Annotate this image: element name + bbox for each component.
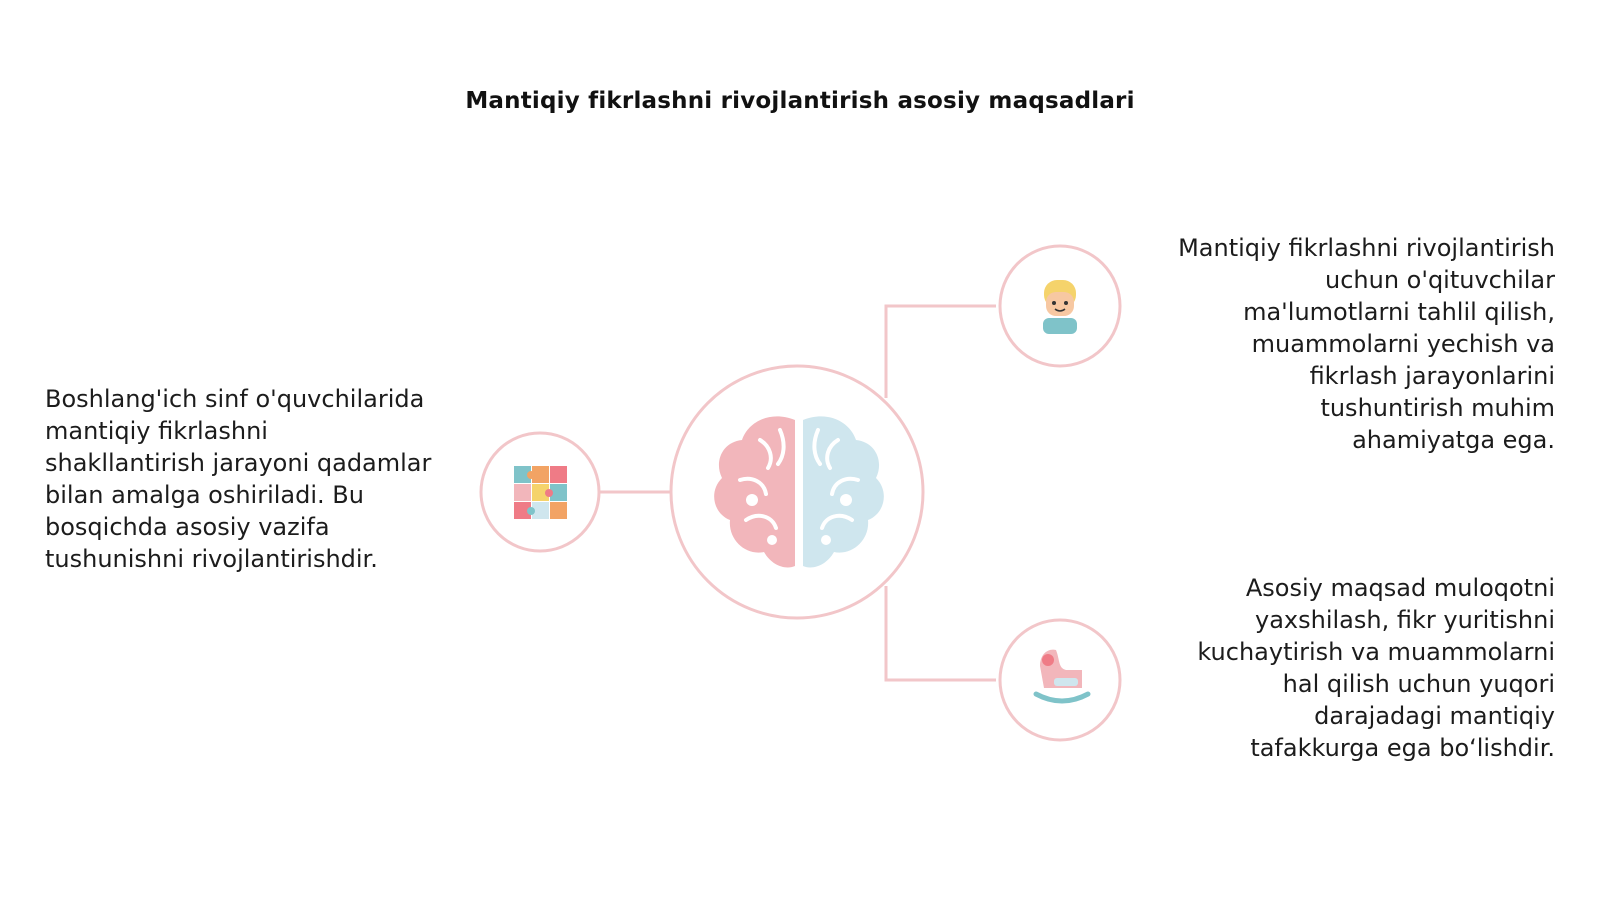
center-node [669, 364, 925, 620]
right-bottom-node-text: Asosiy maqsad muloqotni yaxshilash, fikr… [1197, 574, 1555, 762]
brain-icon [714, 416, 884, 568]
connector-bottom [884, 586, 996, 682]
right-top-node-text: Mantiqiy fikrlashni rivojlantirish uchun… [1178, 234, 1555, 454]
connectors [598, 304, 996, 682]
rocking-horse-icon [1033, 649, 1091, 704]
right-top-node [998, 244, 1122, 368]
page-title: Mantiqiy fikrlashni rivojlantirish asosi… [465, 88, 1135, 114]
puzzle-icon [514, 466, 567, 519]
right-bottom-node [998, 618, 1122, 742]
left-node-text: Boshlang'ich sinf o'quvchilarida mantiqi… [45, 385, 432, 573]
connector-top [884, 304, 996, 398]
left-node [479, 431, 601, 553]
teacher-icon [1043, 280, 1077, 334]
